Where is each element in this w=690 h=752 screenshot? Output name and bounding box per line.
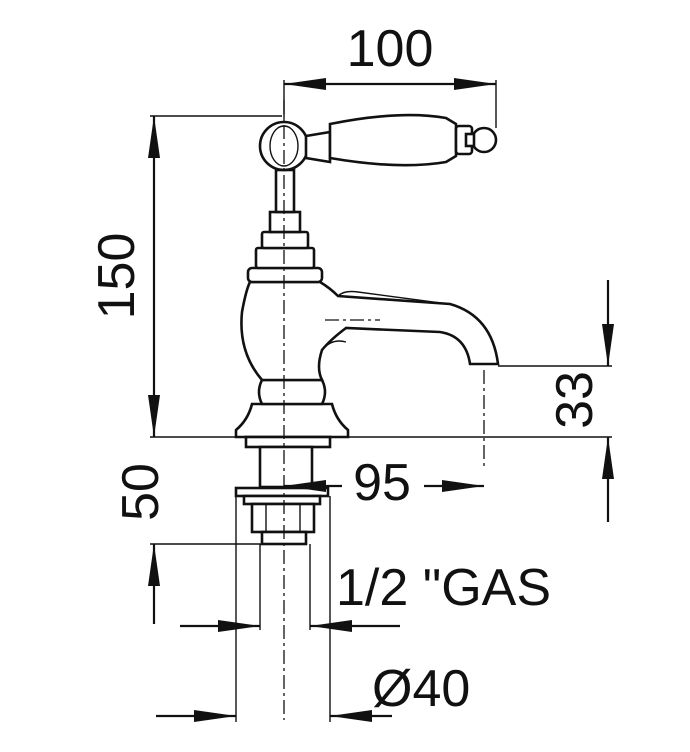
dimension-150 [148,116,160,437]
dimension-50 [148,544,160,624]
label-shank-50: 50 [112,463,170,521]
label-spout-height-33: 33 [546,371,604,429]
dimension-95 [284,480,484,492]
tap-outline [234,113,500,439]
dimension-thread [180,620,400,632]
dimension-100 [284,78,496,90]
label-diameter-40: Ø40 [372,660,470,718]
label-width-100: 100 [347,20,434,78]
shank-outline [234,435,332,546]
label-height-150: 150 [88,233,146,320]
dimension-diameter [156,710,392,722]
label-spout-reach-95: 95 [353,454,411,512]
dimension-33 [602,280,614,522]
label-thread: 1/2 "GAS [336,559,551,617]
extension-lines [150,80,612,722]
